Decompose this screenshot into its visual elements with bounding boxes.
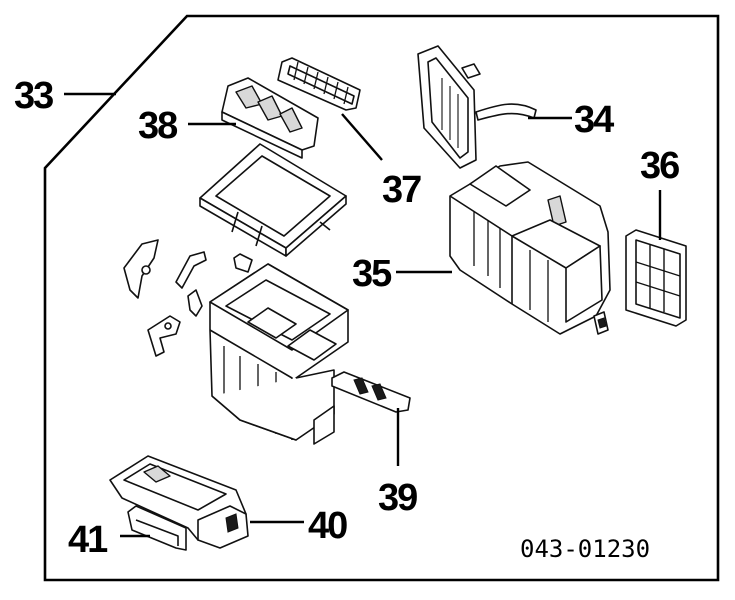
diagram-code: 043-01230: [520, 535, 650, 563]
callout-36: 36: [640, 145, 679, 187]
callout-41: 41: [68, 519, 108, 561]
leader-lines: [64, 92, 662, 538]
part-36-filter: [625, 229, 687, 327]
callout-39: 39: [378, 477, 417, 519]
part-35-housing: [449, 161, 611, 335]
callout-33: 33: [14, 75, 53, 117]
part-linkages: [123, 239, 253, 357]
part-34-heater-core: [417, 45, 537, 169]
part-lower-case: [209, 263, 349, 445]
callout-40: 40: [308, 505, 347, 547]
callout-38: 38: [138, 105, 177, 147]
part-37-grille: [277, 57, 361, 111]
part-38-louver: [221, 77, 319, 159]
part-upper-frame: [199, 143, 347, 257]
part-39-bracket: [331, 371, 411, 413]
diagram-frame: [43, 14, 720, 582]
part-40-41-ducts: [109, 455, 249, 551]
callout-37: 37: [382, 169, 421, 211]
callout-35: 35: [352, 253, 392, 295]
callout-34: 34: [574, 99, 614, 141]
